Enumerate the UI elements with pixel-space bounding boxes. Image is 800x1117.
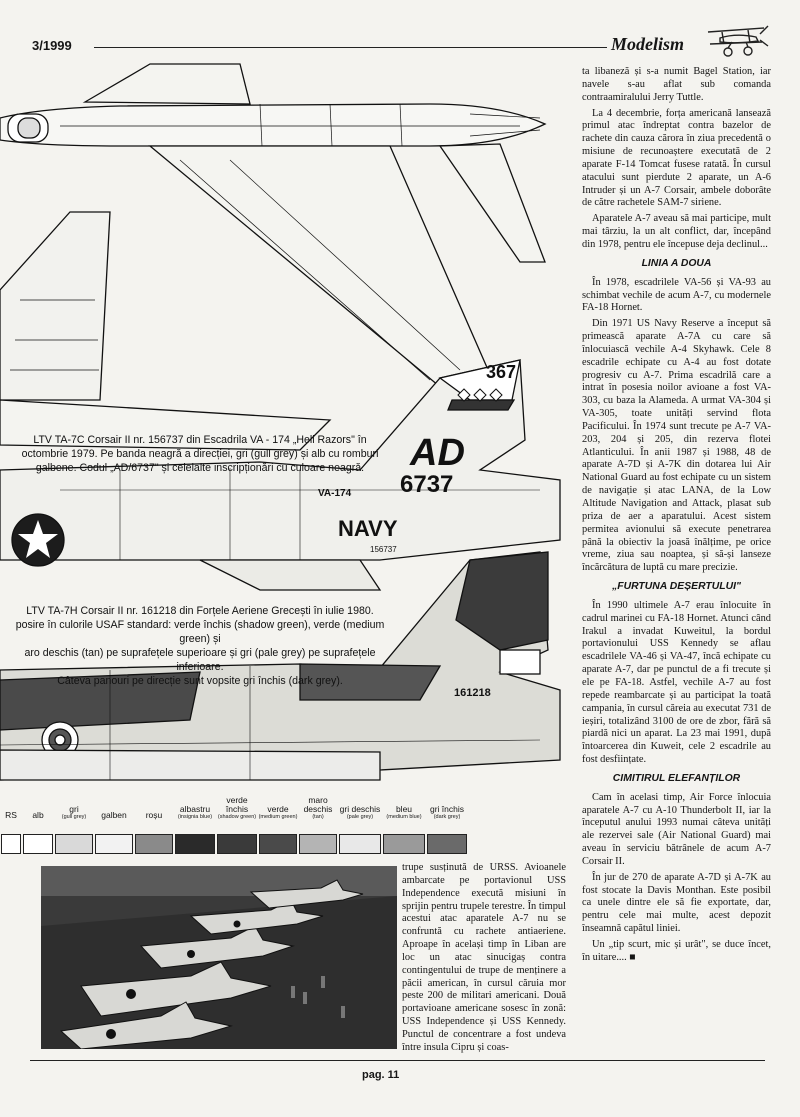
page-number: pag. 11 [362, 1069, 400, 1081]
greek-profile-caption: LTV TA-7H Corsair II nr. 161218 din Forț… [0, 604, 400, 688]
section-heading: CIMITIRUL ELEFANȚILOR [612, 772, 741, 784]
tail-code-ad: AD [409, 432, 465, 474]
navy-profile-drawing [0, 359, 561, 591]
caption-line: octombrie 1979. Pe banda neagră a direcț… [21, 448, 379, 460]
article-paragraph: ta libaneză și s-a numit Bagel Station, … [582, 66, 771, 103]
tail-number-6737: 6737 [400, 471, 453, 498]
article-paragraph: În 1978, escadrilele VA-56 și VA-93 au s… [582, 276, 771, 314]
navy-profile-caption: LTV TA-7C Corsair II nr. 156737 din Esca… [6, 433, 394, 475]
swatch-rs: RS [0, 800, 22, 858]
article-paragraph: Din 1971 US Navy Reserve a început să pr… [582, 318, 771, 574]
swatch-box [259, 834, 297, 854]
article-column-right: ta libaneză și s-a numit Bagel Station, … [582, 66, 771, 968]
caption-line: posire în culorile USAF standard: verde … [15, 619, 385, 645]
article-paragraph: La 4 decembrie, forța americană lansează… [582, 107, 771, 209]
swatch-box [339, 834, 381, 854]
footer-rule [30, 1060, 765, 1061]
caption-line: galbene. Codul „AD/6737" și celelalte in… [35, 462, 365, 474]
swatch-shadow-green: verde închis(shadow green) [216, 796, 258, 858]
swatch-pale-grey: gri deschis(pale grey) [338, 800, 382, 858]
swatch-insignia-blue: albastru(insignia blue) [174, 800, 216, 858]
swatch-box [217, 834, 257, 854]
section-heading: „FURTUNA DEȘERTULUI" [612, 581, 741, 593]
caption-line: LTV TA-7H Corsair II nr. 161218 din Forț… [26, 605, 374, 617]
swatch-gull-grey: gri(gull grey) [54, 800, 94, 858]
swatch-box [135, 834, 173, 854]
squadron-code: VA-174 [318, 488, 352, 499]
swatch-box [427, 834, 467, 854]
navy-lettering: NAVY [338, 516, 398, 541]
swatch-box [23, 834, 53, 854]
swatch-galben: galben [94, 800, 134, 858]
swatch-box [175, 834, 215, 854]
swatch-box [383, 834, 425, 854]
swatch-box [95, 834, 133, 854]
swatch-medium-blue: bleu(medium blue) [382, 800, 426, 858]
swatch-box [299, 834, 337, 854]
article-paragraph: Cam în acelasi timp, Air Force înlocuia … [582, 791, 771, 867]
caption-line: Câteva panouri pe direcție sunt vopsite … [57, 675, 343, 687]
aircraft-profiles-illustration: 367 AD 6737 VA-174 NAVY 156737 161218 [0, 63, 561, 781]
swatch-tan: maro deschis(tan) [298, 796, 338, 858]
greek-serial: 161218 [454, 687, 491, 699]
top-view-drawing [0, 63, 547, 421]
section-heading: LINIA A DOUA [641, 257, 712, 269]
swatch-dark-grey: gri închis(dark grey) [426, 800, 468, 858]
colour-legend: RS alb gri(gull grey) galben roșu albast… [0, 796, 470, 860]
issue-number: 3/1999 [32, 38, 72, 53]
article-column-middle: trupe susținută de URSS. Avioanele ambar… [402, 862, 566, 1058]
caption-line: LTV TA-7C Corsair II nr. 156737 din Esca… [33, 434, 367, 446]
biplane-logo-icon [707, 25, 769, 57]
swatch-alb: alb [22, 800, 54, 858]
carrier-deck-photo [41, 866, 397, 1049]
swatch-box [55, 834, 93, 854]
article-paragraph: trupe susținută de URSS. Avioanele ambar… [402, 862, 566, 1053]
article-paragraph: În jur de 270 de aparate A-7D și A-7K au… [582, 871, 771, 935]
page-header: 3/1999 Modelism [32, 25, 770, 66]
tail-code-367: 367 [486, 362, 516, 382]
article-paragraph: Aparatele A-7 aveau să mai participe, mu… [582, 213, 771, 250]
small-serial: 156737 [370, 545, 397, 554]
swatch-rosu: roșu [134, 800, 174, 858]
caption-line: aro deschis (tan) pe suprafețele superio… [24, 647, 376, 673]
article-paragraph: În 1990 ultimele A-7 erau înlocuite în c… [582, 599, 771, 766]
swatch-medium-green: verde(medium green) [258, 800, 298, 858]
article-paragraph: Un „tip scurt, mic și urât", se duce înc… [582, 939, 771, 963]
magazine-brand: Modelism [607, 34, 689, 55]
greek-profile-drawing [0, 551, 561, 781]
swatch-box [1, 834, 21, 854]
header-rule [94, 47, 622, 48]
side-fin-drawing [0, 211, 332, 451]
